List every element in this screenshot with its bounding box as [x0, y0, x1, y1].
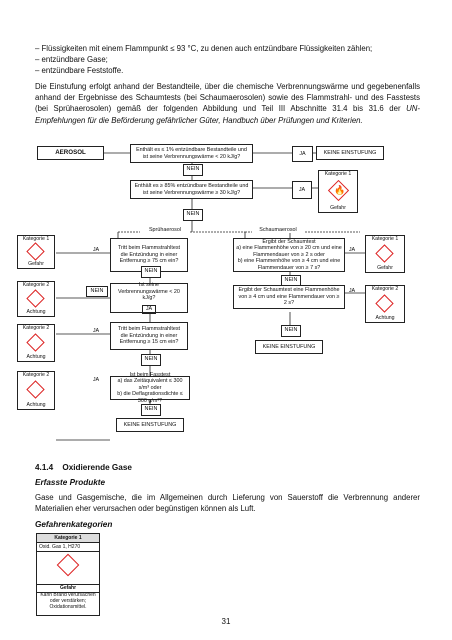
yes-label: JA	[141, 305, 157, 314]
yes-label: JA	[292, 146, 313, 162]
subheading-scope: Erfasste Produkte	[35, 478, 106, 487]
category-card: Kategorie 1 Oxid. Gas 1, H270 Gefahr Kan…	[36, 533, 100, 616]
hazard-card-category-2: Kategorie 2 Achtung	[17, 281, 55, 317]
flame-pictogram-icon	[375, 244, 394, 263]
foam-question-2: Ergibt der Schaumtest eine Flammenhöhe v…	[233, 285, 345, 309]
spray-question-drum-test: Ist beim Fasstest a) das Zeitäquivalent …	[110, 372, 190, 404]
subheading-categories: Gefahrenkategorien	[35, 520, 113, 529]
no-classification-box: KEINE EINSTUFUNG	[116, 418, 184, 432]
question-high-content: Enthält es ≥ 85% entzündbare Bestandteil…	[130, 180, 253, 199]
yes-label: JA	[92, 328, 100, 334]
no-label: NEIN	[183, 209, 203, 221]
category-title: Kategorie 1	[37, 534, 99, 543]
bullet-list: – Flüssigkeiten mit einem Flammpunkt ≤ 9…	[35, 43, 435, 76]
yes-label: JA	[92, 377, 100, 383]
no-label: NEIN	[183, 164, 203, 176]
flame-pictogram-icon	[26, 333, 45, 352]
section-paragraph: Gase und Gasgemische, die im Allgemeinen…	[35, 493, 420, 514]
bullet-item: – Flüssigkeiten mit einem Flammpunkt ≤ 9…	[35, 44, 373, 53]
no-label: NEIN	[141, 404, 161, 416]
hazard-card-category-1: Kategorie 1 Gefahr	[17, 235, 55, 269]
no-classification-box: KEINE EINSTUFUNG	[255, 340, 323, 354]
spray-question-heat: Ist seine Verbrennungswärme < 20 kJ/g? J…	[110, 282, 188, 314]
question-low-content: Enthält es ≤ 1% entzündbare Bestandteile…	[130, 144, 253, 163]
yes-label: JA	[348, 247, 356, 253]
hazard-card-category-2: Kategorie 2 Achtung	[17, 371, 55, 410]
page-number: 31	[221, 617, 231, 626]
no-classification-box: KEINE EINSTUFUNG	[316, 146, 384, 160]
spray-question-75cm: Tritt beim Flammstrahltest die Entzündun…	[110, 238, 188, 272]
no-label: NEIN	[86, 286, 108, 297]
flame-pictogram-icon	[26, 380, 45, 399]
hazard-statement: Kann Brand verursachen oder verstärken; …	[40, 592, 96, 610]
flame-pictogram-icon	[26, 242, 45, 261]
section-heading: 4.1.4 Oxidierende Gase	[35, 463, 132, 472]
yes-label: JA	[348, 288, 356, 294]
hazard-card-category-2: Kategorie 2 Achtung	[365, 285, 405, 323]
yes-label: JA	[92, 247, 100, 253]
hazard-card-category-1: Kategorie 1 Gefahr	[365, 235, 405, 273]
hazard-card-category-2: Kategorie 2 Achtung	[17, 324, 55, 362]
no-label: NEIN	[141, 266, 161, 278]
foam-label: Schaumaerosol	[252, 227, 304, 234]
signal-word: Gefahr	[37, 584, 99, 593]
foam-question-1: Ergibt der Schaumtest a) eine Flammenhöh…	[233, 238, 345, 272]
spray-label: Sprühaerosol	[140, 227, 190, 234]
no-label: NEIN	[141, 354, 161, 366]
bullet-item: – entzündbare Gase;	[35, 55, 108, 64]
hazard-card-category-1: Kategorie 1 🔥 Gefahr	[318, 170, 358, 213]
aerosol-box: AEROSOL	[37, 146, 104, 160]
flame-pictogram-icon	[375, 294, 394, 313]
bullet-item: – entzündbare Feststoffe.	[35, 66, 124, 75]
flame-pictogram-icon	[26, 289, 45, 308]
flame-icon: 🔥	[334, 185, 346, 195]
spray-question-15cm: Tritt beim Flammstrahltest die Entzündun…	[110, 322, 188, 350]
yes-label: JA	[292, 181, 312, 199]
intro-paragraph: Die Einstufung erfolgt anhand der Bestan…	[35, 82, 420, 125]
category-code: Oxid. Gas 1, H270	[37, 543, 99, 552]
no-label: NEIN	[281, 325, 301, 337]
flame-over-circle-icon	[56, 553, 80, 577]
